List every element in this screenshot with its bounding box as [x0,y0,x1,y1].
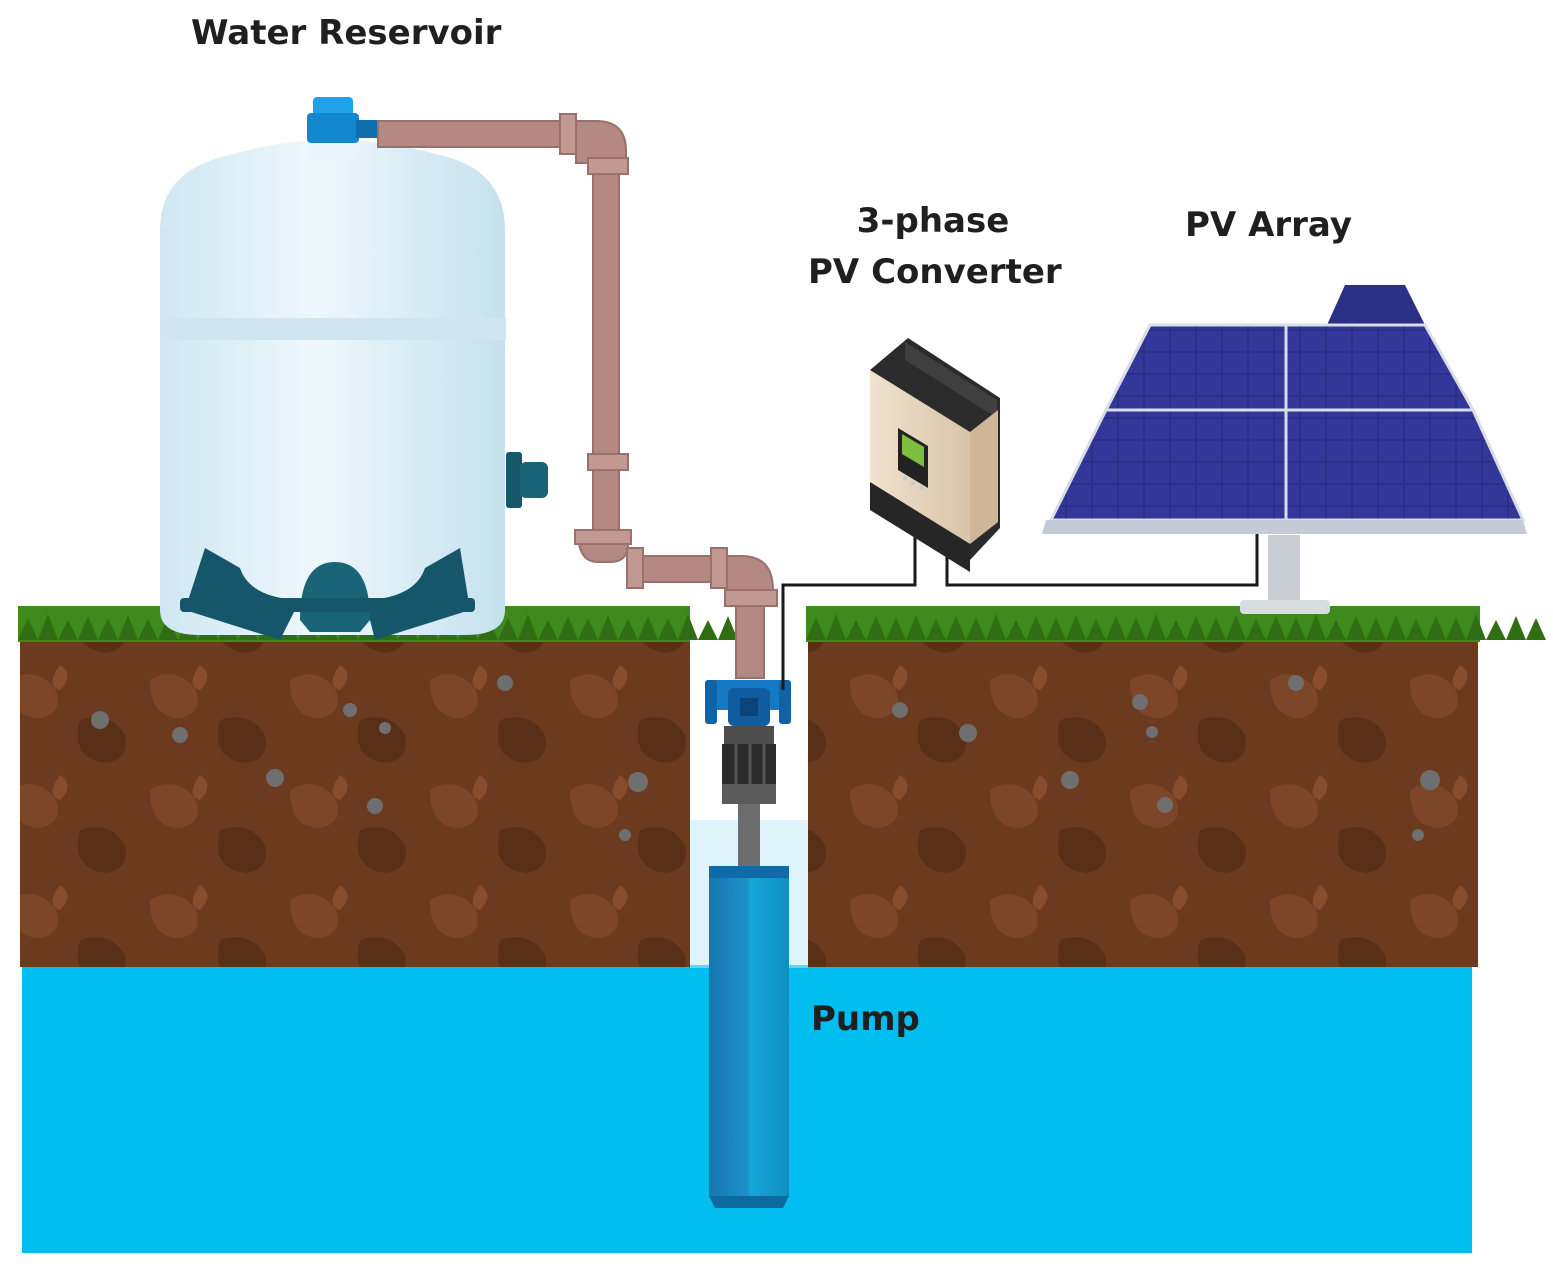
pump-label: Pump [811,999,920,1039]
soil-left [20,630,690,967]
converter-label-line2: PV Converter [808,252,1062,292]
submersible-pump-icon [705,680,791,1208]
inverter-icon [870,338,1000,572]
electrical-cables [781,525,1259,690]
soil-right [808,630,1478,967]
solar-panel-icon [1042,285,1527,614]
converter-label-line1: 3-phase [856,201,1010,241]
water-tank-icon [160,97,548,640]
water-reservoir-label: Water Reservoir [191,13,502,53]
water-pipe [377,113,778,679]
grass-right [806,606,1546,642]
pv-array-label: PV Array [1185,205,1352,245]
converter-label: 3-phase PV Converter [808,196,1062,298]
